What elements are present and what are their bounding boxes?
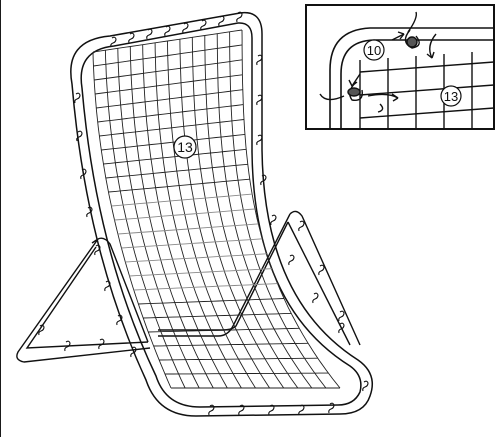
elastic-hook: [328, 402, 335, 414]
inset-callout-10-label: 10: [367, 43, 381, 58]
net-horizontal-strand: [99, 119, 245, 137]
elastic-hook: [208, 404, 215, 416]
elastic-hook: [270, 214, 277, 226]
net-horizontal-strand: [105, 163, 248, 179]
elastic-hook: [86, 206, 93, 218]
callout-13-main: 13: [173, 135, 197, 159]
elastic-hook: [164, 25, 171, 37]
net-horizontal-strand: [92, 29, 243, 53]
elastic-cord-hooks: [38, 11, 369, 416]
left-border-line: [0, 0, 1, 437]
net-horizontal-strand: [129, 268, 272, 277]
elastic-hook: [116, 314, 123, 326]
net-horizontal-strand: [133, 283, 278, 291]
elastic-hook: [256, 134, 263, 146]
elastic-hook: [94, 244, 101, 256]
net-horizontal-strand: [159, 357, 318, 361]
callout-13-main-label: 13: [177, 139, 193, 155]
main-frame: [70, 11, 373, 417]
elastic-hook: [182, 22, 189, 34]
net-horizontal-strand: [97, 104, 244, 123]
elastic-hook: [338, 322, 345, 334]
elastic-hook: [76, 130, 83, 142]
elastic-hook: [218, 15, 225, 27]
elastic-hook: [146, 28, 153, 40]
net-horizontal-strand: [94, 59, 243, 81]
net-horizontal-strand: [111, 193, 253, 207]
net-vertical-strand: [117, 48, 200, 389]
elastic-hook: [288, 254, 295, 266]
net-horizontal-strand: [103, 148, 247, 165]
elastic-hook: [130, 346, 137, 358]
elastic-hook: [298, 220, 305, 232]
elastic-hook: [236, 11, 243, 23]
elastic-hook: [64, 340, 71, 352]
elastic-hook: [74, 92, 81, 104]
net-horizontal-strand: [138, 298, 285, 305]
net-horizontal-strand: [114, 208, 256, 221]
net-horizontal-strand: [148, 327, 300, 333]
net-vertical-strand: [92, 51, 172, 389]
net-horizontal-strand: [101, 133, 246, 151]
net-horizontal-strand: [125, 253, 267, 263]
elastic-hook: [260, 174, 267, 186]
elastic-hook: [312, 292, 319, 304]
elastic-hook: [200, 19, 207, 31]
net-horizontal-strand: [108, 178, 250, 193]
elastic-hook: [338, 310, 345, 322]
elastic-hook: [362, 380, 369, 392]
stand-frame: [16, 210, 361, 363]
elastic-hook: [318, 264, 325, 276]
net-horizontal-strand: [165, 372, 329, 375]
elastic-hook: [128, 32, 135, 44]
elastic-hook: [98, 338, 105, 350]
elastic-hook: [256, 54, 263, 66]
elastic-hook: [298, 404, 305, 416]
elastic-hook: [268, 404, 275, 416]
net-horizontal-strand: [153, 342, 309, 347]
detail-inset: 10 13: [305, 4, 495, 130]
net-horizontal-strand: [143, 312, 292, 319]
net-horizontal-strand: [96, 89, 243, 109]
net-horizontal-strand: [117, 223, 259, 235]
inset-callout-13-label: 13: [444, 89, 458, 104]
elastic-hook: [110, 36, 117, 48]
elastic-hook: [38, 324, 45, 336]
rebound-net: [92, 29, 341, 389]
elastic-hook: [256, 94, 263, 106]
elastic-hook: [104, 280, 111, 292]
net-horizontal-strand: [95, 74, 243, 95]
net-horizontal-strand: [93, 44, 243, 67]
elastic-hook: [80, 168, 87, 180]
elastic-hook: [238, 404, 245, 416]
net-horizontal-strand: [121, 238, 263, 249]
